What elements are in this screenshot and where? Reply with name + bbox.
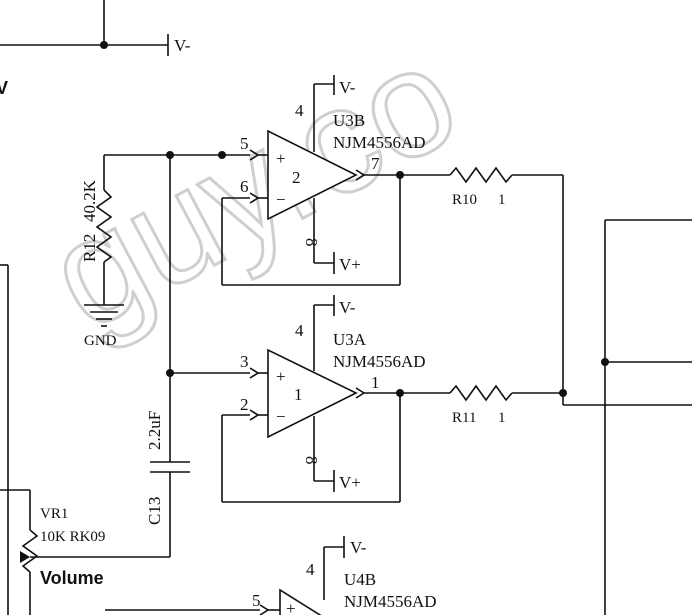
- top-vminus-label: V-: [174, 36, 191, 55]
- u3a-ref: U3A: [333, 330, 367, 349]
- input-node-wire: [166, 151, 250, 462]
- u3a-instance: 1: [294, 385, 303, 404]
- u3a-pin-noninv: 3: [240, 352, 249, 371]
- u3a-pin-out: 1: [371, 373, 380, 392]
- r12-value: 40.2K: [80, 179, 99, 222]
- u3a-pin-vp: 8: [302, 456, 321, 465]
- u3a-vminus-label: V-: [339, 298, 356, 317]
- u3a-vplus-label: V+: [339, 473, 361, 492]
- u3b-pin-vm: 4: [295, 101, 304, 120]
- u4b-ref: U4B: [344, 570, 376, 589]
- vr1-value: 10K RK09: [40, 529, 105, 545]
- u3b-minus: −: [276, 190, 286, 209]
- c13-value: 2.2uF: [145, 411, 164, 450]
- u4b-pin-noninv: 5: [252, 591, 261, 610]
- u3a-minus: −: [276, 407, 286, 426]
- u3a-opamp: [221, 295, 404, 503]
- u3b-pin-noninv: 5: [240, 134, 249, 153]
- u3b-pin-inv: 6: [240, 177, 249, 196]
- ground-symbol: [84, 304, 124, 327]
- r11-resistor: [400, 384, 692, 406]
- u3a-plus: +: [276, 367, 286, 386]
- top-vminus-rail: V-: [0, 0, 191, 56]
- u3b-instance: 2: [292, 168, 301, 187]
- r10-pin: 1: [498, 192, 506, 208]
- right-component-box: [601, 219, 692, 615]
- u3a-part: NJM4556AD: [333, 352, 426, 371]
- u4b-plus: +: [286, 599, 296, 615]
- u4b-pin-vm: 4: [306, 560, 315, 579]
- r10-ref: R10: [452, 192, 477, 208]
- u3b-vminus-label: V-: [339, 78, 356, 97]
- r11-pin: 1: [498, 410, 506, 426]
- u3b-pin-out: 7: [371, 154, 380, 173]
- u3b-pin-vp: 8: [302, 238, 321, 247]
- u3b-part: NJM4556AD: [333, 133, 426, 152]
- gnd-label: GND: [84, 333, 117, 349]
- c13-ref: C13: [145, 497, 164, 525]
- u3b-opamp: [221, 75, 404, 286]
- u3a-pin-vm: 4: [295, 321, 304, 340]
- vr1-ref: VR1: [40, 506, 68, 522]
- u4b-part: NJM4556AD: [344, 592, 437, 611]
- u3b-ref: U3B: [333, 111, 365, 130]
- c13-capacitor: [30, 461, 190, 558]
- r10-resistor: [400, 166, 564, 393]
- u3b-vplus-label: V+: [339, 255, 361, 274]
- vr1-label: Volume: [40, 568, 104, 588]
- r12-ref: R12: [80, 234, 99, 262]
- u3a-pin-inv: 2: [240, 395, 249, 414]
- vr1-potentiometer: [0, 264, 39, 615]
- u4b-vminus-label: V-: [350, 538, 367, 557]
- u4b-opamp: [105, 536, 345, 615]
- u3b-plus: +: [276, 149, 286, 168]
- r11-ref: R11: [452, 410, 476, 426]
- top-left-rail-label: V: [0, 78, 8, 98]
